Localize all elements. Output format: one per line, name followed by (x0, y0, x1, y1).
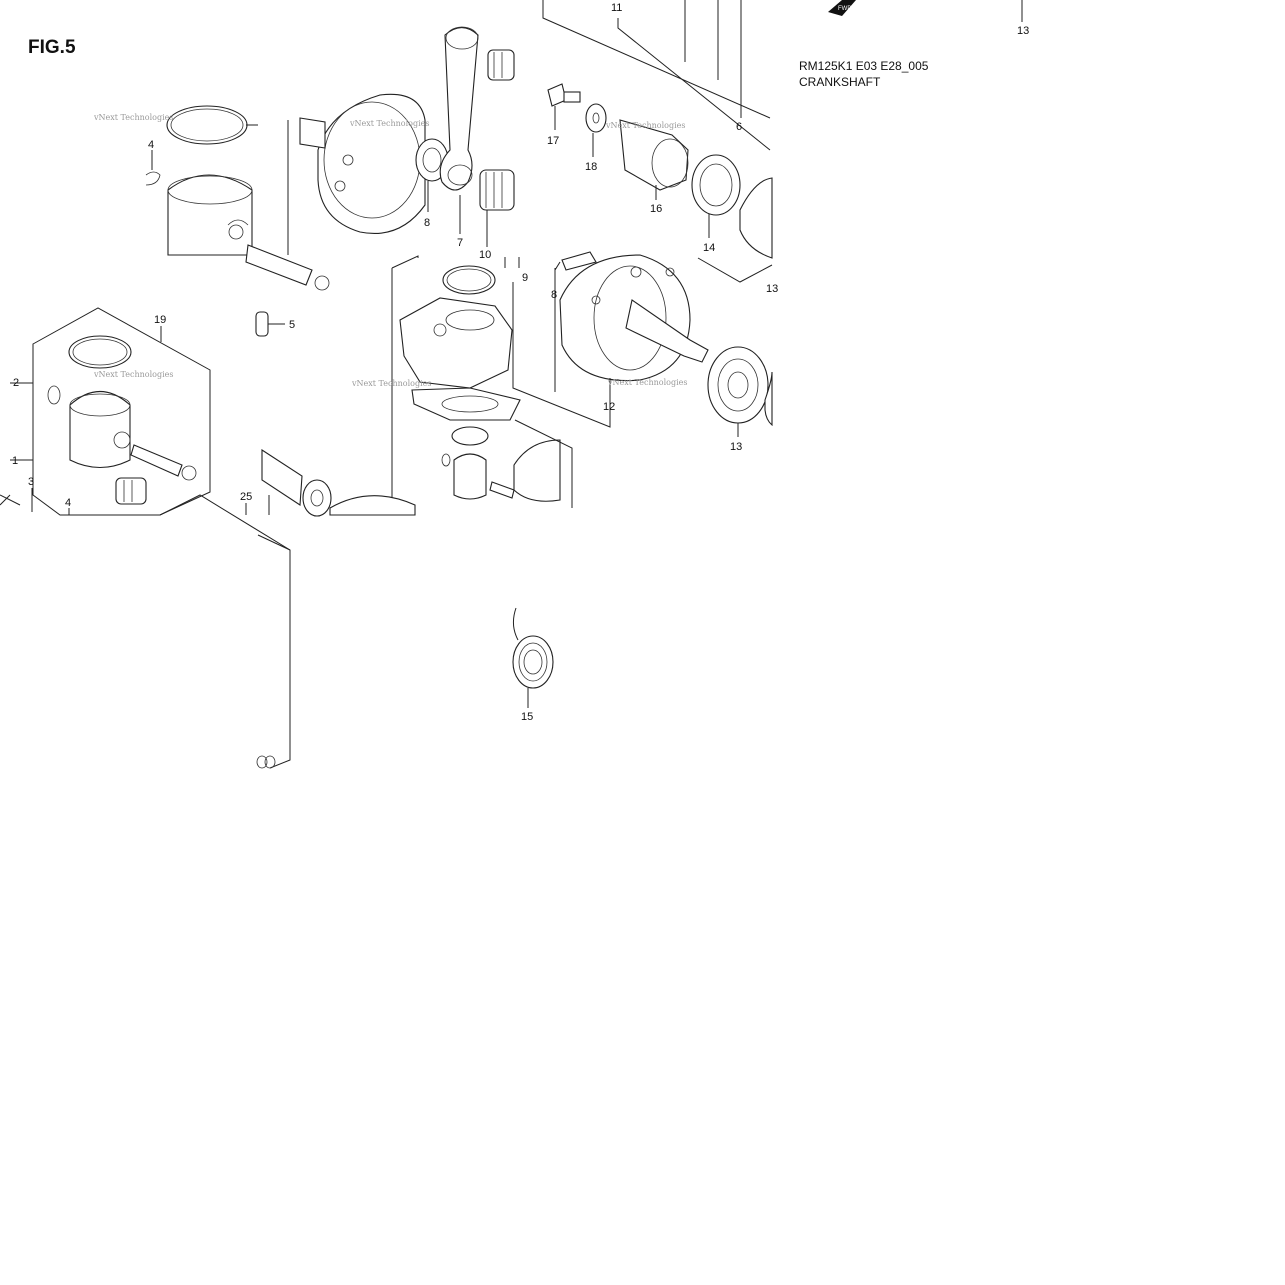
callout-2: 2 (13, 377, 19, 389)
callout-15: 15 (521, 711, 533, 723)
svg-text:vNext Technologies: vNext Technologies (607, 378, 687, 387)
piston-kit-box (0, 307, 211, 516)
callout-1: 1 (12, 455, 18, 467)
watermarks: vNext Technologies vNext Technologies vN… (93, 113, 687, 388)
callout-13b: 13 (1017, 25, 1029, 37)
callout-25: 25 (240, 491, 252, 503)
piston-assembly-top (145, 105, 330, 291)
callout-13a: 13 (730, 441, 742, 453)
svg-text:vNext Technologies: vNext Technologies (605, 121, 685, 130)
callout-3: 3 (28, 476, 34, 488)
callout-13c: 13 (766, 283, 778, 295)
callout-11: 11 (611, 2, 622, 14)
callout-9: 9 (522, 272, 528, 284)
callout-labels: 1 2 3 4 4 5 6 7 8 8 9 10 11 12 13 13 13 … (12, 2, 1029, 723)
callout-17: 17 (547, 135, 559, 147)
callout-8a: 8 (424, 217, 430, 229)
callout-4b: 4 (65, 497, 71, 509)
fwd-arrow-icon: FWD (828, 0, 856, 16)
callout-12: 12 (603, 401, 615, 413)
crankshaft-half (512, 251, 773, 437)
svg-text:vNext Technologies: vNext Technologies (349, 119, 429, 128)
callout-18: 18 (585, 161, 597, 173)
svg-text:vNext Technologies: vNext Technologies (93, 370, 173, 379)
callout-19: 19 (154, 314, 166, 326)
diagram-caption: CRANKSHAFT (799, 75, 881, 89)
oil-seal-15 (512, 607, 554, 708)
callout-14: 14 (703, 242, 715, 254)
cylinder-assembly (391, 255, 573, 515)
callout-6: 6 (736, 121, 742, 133)
svg-text:FWD: FWD (838, 6, 852, 12)
model-code: RM125K1 E03 E28_005 (799, 59, 929, 73)
crank-end-parts (542, 0, 773, 283)
callout-8b: 8 (551, 289, 557, 301)
lower-left-assembly (0, 448, 416, 769)
callout-16: 16 (650, 203, 662, 215)
needle-bearing-5 (255, 311, 285, 337)
callout-5: 5 (289, 319, 295, 331)
fig-title: FIG.5 (28, 37, 76, 58)
crank-web-conrod (287, 26, 515, 255)
callout-10: 10 (479, 249, 491, 261)
callout-7: 7 (457, 237, 463, 249)
svg-text:vNext Technologies: vNext Technologies (93, 113, 173, 122)
callout-4a: 4 (148, 139, 154, 151)
svg-text:vNext Technologies: vNext Technologies (351, 379, 431, 388)
